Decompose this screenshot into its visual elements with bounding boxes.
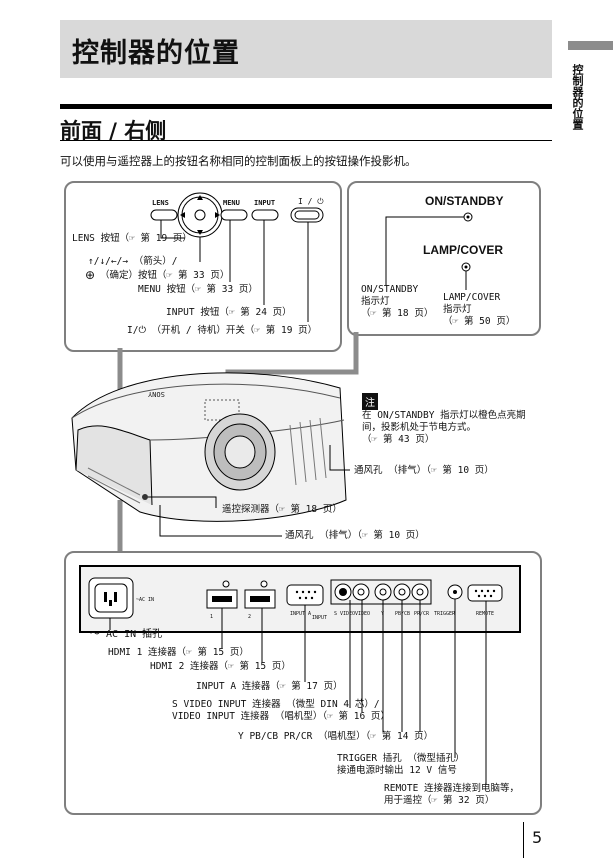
on-standby-desc-1: ON/STANDBY	[361, 284, 419, 295]
lens-button-text: LENS	[152, 199, 169, 207]
note-line-2: 间，投影机处于节电方式。	[362, 422, 477, 433]
rear-svideo-mark: S VIDEO	[334, 611, 356, 617]
page-number: 5	[532, 828, 543, 847]
hdmi2-label: HDMI 2 连接器（☞ 第 15 页）	[150, 661, 291, 672]
menu-button	[220, 209, 248, 221]
trigger-label-2: 接通电源时输出 12 V 信号	[337, 765, 457, 776]
rear-pr-mark: PR/CR	[414, 611, 430, 617]
input-label: INPUT 按钮（☞ 第 24 页）	[166, 307, 292, 318]
rear-remote-mark: REMOTE	[476, 611, 495, 617]
power-label: I/⏻ （开机 / 待机）开关（☞ 第 19 页）	[127, 325, 318, 336]
page-title-band: 控制器的位置	[60, 20, 552, 78]
trigger-label-1: TRIGGER 插孔 （微型插孔）	[337, 753, 465, 764]
input-button-text: INPUT	[254, 199, 276, 207]
section-rule-top	[60, 104, 552, 109]
page-number-rule	[523, 822, 524, 858]
rear-ac-mark: ~AC IN	[136, 597, 155, 603]
svideo-label-1: S VIDEO INPUT 连接器 （微型 DIN 4 芯）/	[172, 699, 380, 710]
lens-label: LENS 按钮（☞ 第 19 页）	[72, 233, 192, 244]
power-button-text: I / ⏻	[298, 197, 324, 206]
enter-icon: ⊕	[85, 268, 96, 282]
note-line-3: （☞ 第 43 页）	[362, 434, 435, 445]
inputa-label: INPUT A 连接器（☞ 第 17 页）	[196, 681, 343, 692]
arrow-label-2: （确定）按钮（☞ 第 33 页）	[100, 270, 230, 281]
remote-sensor-label: 遥控探测器（☞ 第 18 页）	[222, 504, 342, 515]
ypbpr-label: Y PB/CB PR/CR （唱机型）（☞ 第 14 页）	[238, 731, 434, 742]
ac-in-label: ～ AC IN 插孔	[90, 629, 163, 640]
menu-button-text: MENU	[223, 199, 240, 207]
rear-trigger-mark: TRIGGER	[434, 611, 456, 617]
power-button	[290, 207, 324, 223]
remote-label-1: REMOTE 连接器连接到电脑等，	[384, 783, 520, 794]
hdmi1-label: HDMI 1 连接器（☞ 第 15 页）	[108, 647, 249, 658]
lamp-cover-title: LAMP/COVER	[423, 243, 504, 257]
lamp-desc-3: （☞ 第 50 页）	[443, 316, 516, 327]
side-tab-label: 控制器的位置	[571, 64, 584, 130]
lamp-desc-1: LAMP/COVER	[443, 292, 501, 303]
vent-bottom-label: 通风孔 （排气）（☞ 第 10 页）	[285, 530, 425, 541]
rear-y-mark: Y	[381, 611, 385, 617]
lens-button	[150, 209, 178, 221]
brand-logo: SONY	[148, 390, 165, 398]
rear-hdmi2-mark: 2	[248, 614, 252, 620]
note-line-1: 在 ON/STANDBY 指示灯以橙色点亮期	[362, 410, 526, 421]
rear-panel-illustration	[79, 565, 521, 785]
rear-hdmi1-mark: 1	[210, 614, 214, 620]
side-tab-bar	[568, 41, 613, 50]
section-title: 前面 / 右侧	[60, 119, 167, 143]
on-standby-title: ON/STANDBY	[425, 194, 504, 208]
page-title: 控制器的位置	[72, 38, 240, 69]
svideo-label-2: VIDEO INPUT 连接器 （唱机型）（☞ 第 16 页）	[172, 711, 390, 722]
rear-input-mark: INPUT	[312, 615, 328, 621]
menu-label: MENU 按钮（☞ 第 33 页）	[138, 284, 258, 295]
on-standby-desc-2: 指示灯	[361, 296, 390, 307]
input-button	[251, 209, 279, 221]
remote-label-2: 用于遥控（☞ 第 32 页）	[384, 795, 495, 806]
arrow-label-1: ↑/↓/←/→ （箭头）/	[88, 256, 178, 267]
intro-text: 可以使用与遥控器上的按钮名称相同的控制面板上的按钮操作投影机。	[60, 154, 417, 168]
note-badge: 注	[362, 393, 378, 410]
rear-video-mark: VIDEO	[355, 611, 371, 617]
rear-inputa-mark: INPUT A	[290, 611, 312, 617]
on-standby-desc-3: （☞ 第 18 页）	[361, 308, 434, 319]
projector-illustration	[71, 372, 350, 537]
rear-pb-mark: PB/CB	[395, 611, 411, 617]
indicator-panel-box	[347, 181, 541, 336]
section-rule-bottom	[60, 140, 552, 141]
vent-right-label: 通风孔 （排气）（☞ 第 10 页）	[354, 465, 494, 476]
lamp-desc-2: 指示灯	[443, 304, 472, 315]
